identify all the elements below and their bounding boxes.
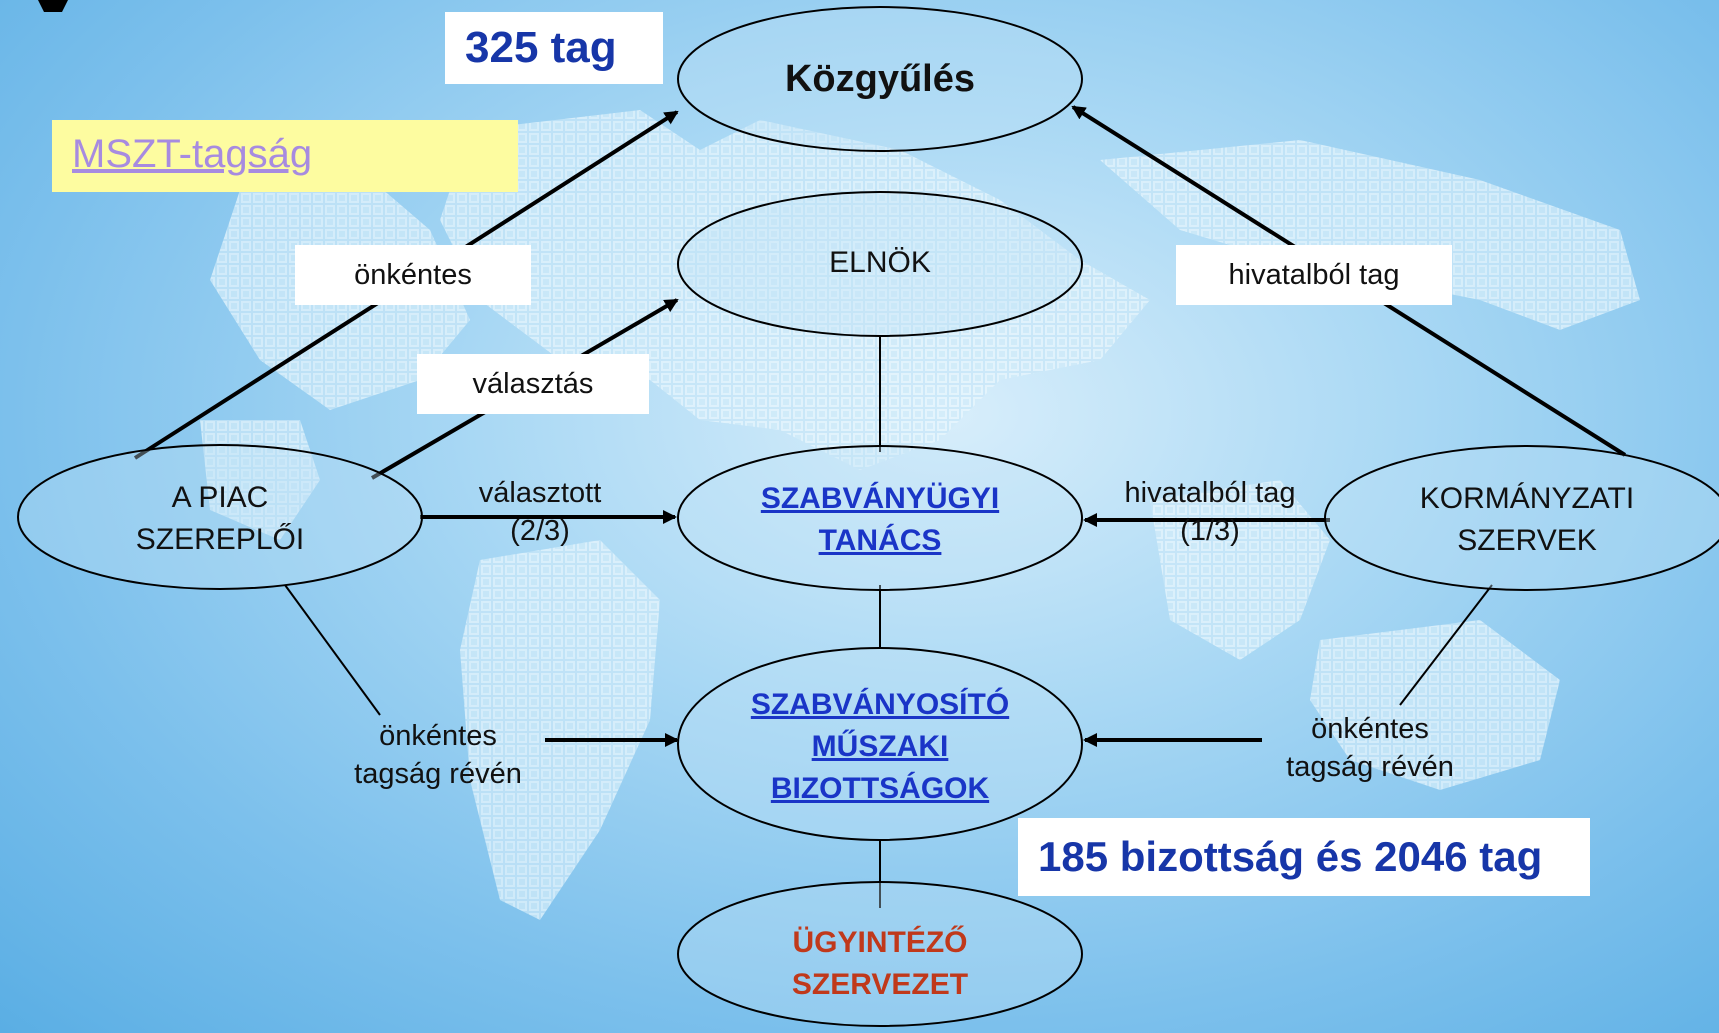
elnok-label: ELNÖK [829,246,931,279]
node-kormany [1324,445,1719,591]
node-elnok [677,191,1083,337]
edge-label-onkentes-right: önkéntes tagság révén [1286,713,1454,783]
kormany-label: KORMÁNYZATI SZERVEK [1419,482,1635,557]
edge-label-valasztas: választás [417,354,649,414]
edge-label-onkentes-left: önkéntes tagság révén [354,720,522,790]
plain-lines [284,335,1493,908]
bizottsag-link-line2[interactable]: MŰSZAKI [811,730,949,763]
ugyintezo-label: ÜGYINTÉZŐ SZERVEZET [791,926,969,1001]
bizottsag-link-line3[interactable]: BIZOTTSÁGOK [770,772,990,805]
edge-kormany-onkentes [1399,584,1493,706]
mszt-membership-box: MSZT-tagság [52,120,518,192]
node-kozgyules [677,6,1083,152]
node-piac [17,444,423,590]
edge-label-onkentes: önkéntes [295,245,531,305]
mszt-membership-link[interactable]: MSZT-tagság [72,132,313,176]
node-ugyintezo [677,881,1083,1027]
bizottsag-label: SZABVÁNYOSÍTÓ MŰSZAKI BIZOTTSÁGOK [700,684,1060,810]
node-bizottsag [677,647,1083,841]
edge-label-valasztott: választott (2/3) [478,477,602,547]
tanacs-link-line2[interactable]: TANÁCS [818,524,942,557]
committees-count-box: 185 bizottság és 2046 tag [1018,818,1590,896]
tanacs-label: SZABVÁNYÜGYI TANÁCS [700,478,1060,562]
node-tanacs [677,445,1083,591]
edge-piac-onkentes [284,584,381,716]
tanacs-link-line1[interactable]: SZABVÁNYÜGYI [760,482,1000,515]
logo-fragment [38,0,68,12]
kozgyules-label: Közgyűlés [784,58,976,100]
members-count-box: 325 tag [445,12,663,84]
bizottsag-link-line1[interactable]: SZABVÁNYOSÍTÓ [750,688,1010,721]
edge-label-hivatalbol-mid: hivatalból tag (1/3) [1124,477,1296,547]
piac-label: A PIAC SZEREPLŐI [135,481,305,556]
edge-label-hivatalbol-top: hivatalból tag [1176,245,1452,305]
